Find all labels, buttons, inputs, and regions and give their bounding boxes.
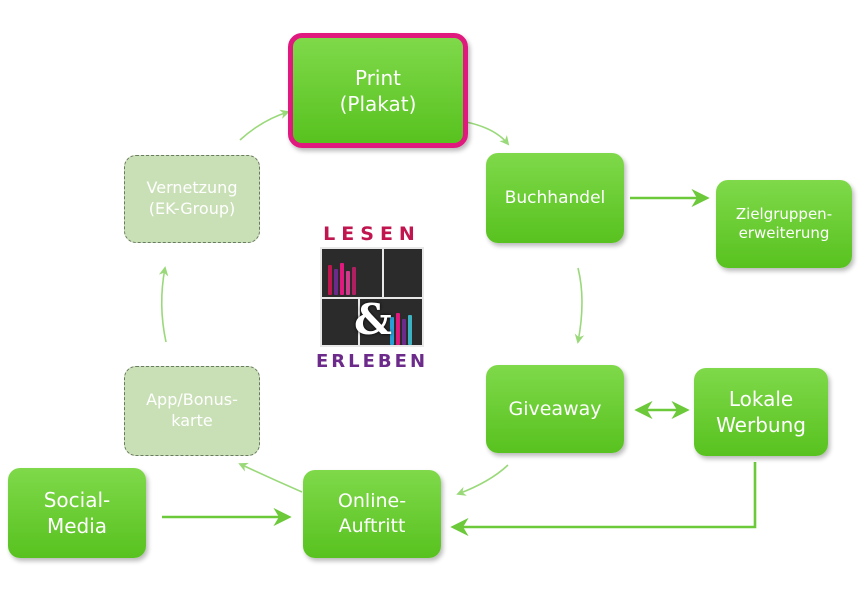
node-print: Print (Plakat) — [288, 33, 468, 148]
logo-ampersand: & — [354, 295, 392, 344]
arrow-vernetzung-to-print — [239, 109, 290, 141]
arrow-app-to-vernetzung — [158, 266, 169, 343]
node-zielgruppen-line2: erweiterung — [738, 224, 830, 242]
node-lokale-line1: Lokale — [728, 387, 794, 411]
node-app-line2: karte — [171, 411, 213, 430]
node-social-line1: Social- — [43, 488, 111, 512]
node-zielgruppen: Zielgruppen- erweiterung — [716, 180, 852, 268]
node-online-auftritt: Online- Auftritt — [303, 470, 441, 558]
arrow-print-to-buchhandel — [465, 121, 510, 146]
node-lokale-line2: Werbung — [716, 413, 806, 437]
node-lokale-werbung: Lokale Werbung — [694, 368, 828, 456]
node-vernetzung: Vernetzung (EK-Group) — [124, 155, 260, 243]
node-print-line1: Print — [354, 65, 401, 90]
node-vernetzung-line1: Vernetzung — [146, 178, 238, 198]
node-buchhandel: Buchhandel — [486, 153, 624, 243]
bookshelf-icon: & — [320, 247, 424, 347]
arrow-online-to-app — [238, 462, 303, 493]
node-zielgruppen-line1: Zielgruppen- — [735, 204, 833, 223]
node-giveaway: Giveaway — [486, 365, 624, 453]
node-print-line2: (Plakat) — [339, 91, 417, 116]
node-buchhandel-line1: Buchhandel — [504, 187, 606, 208]
node-giveaway-line1: Giveaway — [508, 397, 602, 420]
node-social-line2: Media — [46, 514, 108, 538]
node-online-line2: Auftritt — [338, 515, 406, 537]
arrow-giveaway-to-online — [456, 464, 509, 496]
logo-bottom-text: ERLEBEN — [316, 351, 429, 372]
node-online-line1: Online- — [337, 490, 407, 513]
node-app-line1: App/Bonus- — [146, 390, 238, 410]
arrow-buchhandel-to-giveaway — [574, 267, 585, 344]
node-vernetzung-line2: (EK-Group) — [148, 199, 236, 218]
node-social-media: Social- Media — [8, 468, 146, 558]
arrow-lokale-to-online — [450, 462, 757, 537]
node-app-bonuskarte: App/Bonus- karte — [124, 366, 260, 456]
logo-top-text: LESEN — [323, 223, 421, 245]
lesen-erleben-logo: LESEN & ERLEBEN — [316, 223, 429, 372]
